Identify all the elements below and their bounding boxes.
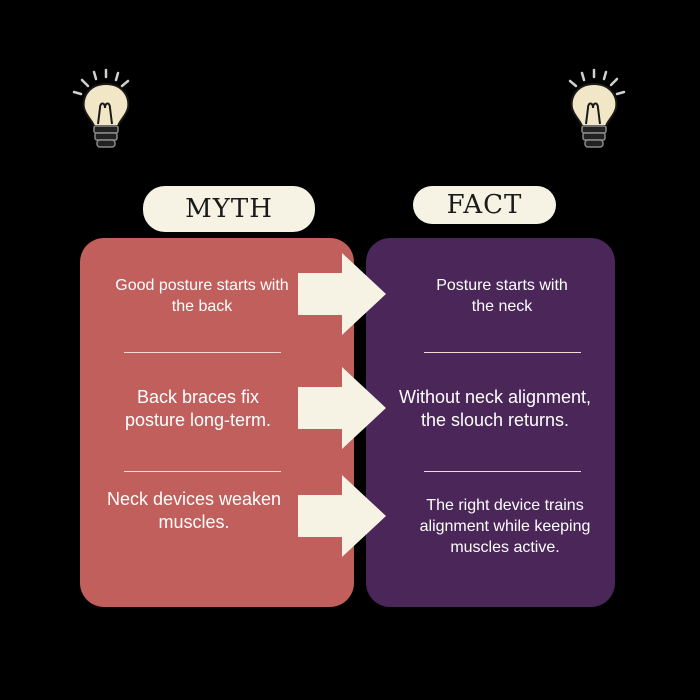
fact-label: FACT bbox=[413, 186, 556, 224]
fact-label-text: FACT bbox=[446, 190, 523, 220]
myth-text-2: Back braces fix posture long-term. bbox=[124, 387, 272, 431]
lightbulb-icon bbox=[72, 68, 130, 148]
fact-text-1: Posture starts with the neck bbox=[436, 277, 568, 315]
fact-divider bbox=[424, 352, 581, 353]
lightbulb-icon bbox=[568, 68, 626, 148]
myth-text-1: Good posture starts with the back bbox=[115, 277, 289, 315]
fact-text-2: Without neck alignment, the slouch retur… bbox=[398, 387, 592, 431]
myth-label-text: MYTH bbox=[185, 194, 273, 224]
fact-panel bbox=[366, 238, 615, 607]
myth-divider bbox=[124, 471, 281, 472]
myth-label: MYTH bbox=[143, 186, 315, 232]
arrow-right-icon bbox=[298, 475, 386, 557]
arrow-right-icon bbox=[298, 253, 386, 335]
arrow-right-icon bbox=[298, 367, 386, 449]
fact-text-3: The right device trains alignment while … bbox=[419, 497, 591, 556]
myth-divider bbox=[124, 352, 281, 353]
myth-text-3: Neck devices weaken muscles. bbox=[106, 489, 282, 533]
fact-divider bbox=[424, 471, 581, 472]
